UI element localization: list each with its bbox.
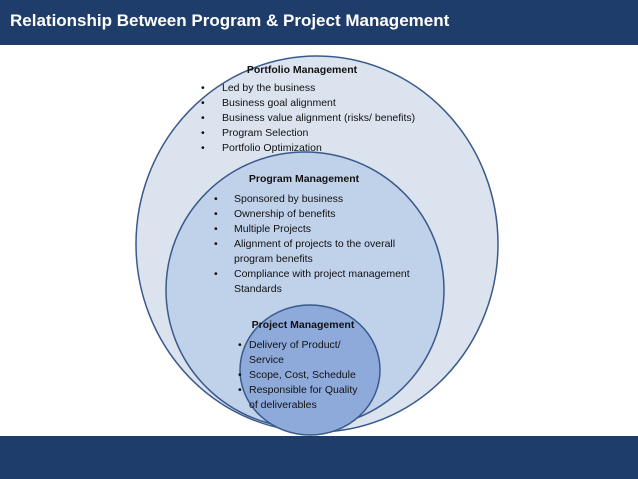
portfolio-bullet-2: Business goal alignment bbox=[222, 97, 336, 109]
program-bullet-marker: • bbox=[214, 268, 218, 280]
program-heading: Program Management bbox=[249, 173, 360, 185]
page-title: Relationship Between Program & Project M… bbox=[10, 11, 450, 30]
program-bullet-marker: • bbox=[214, 223, 218, 235]
program-bullet-4-cont: program benefits bbox=[234, 253, 313, 265]
program-bullet-1: Sponsored by business bbox=[234, 193, 343, 205]
footer-bar bbox=[0, 436, 638, 479]
project-bullet-marker: • bbox=[238, 369, 242, 381]
portfolio-bullet-5: Portfolio Optimization bbox=[222, 142, 322, 154]
project-bullet-1-cont: Service bbox=[249, 354, 284, 366]
program-bullet-5-cont: Standards bbox=[234, 283, 282, 295]
project-circle bbox=[239, 304, 381, 436]
header-bar: Relationship Between Program & Project M… bbox=[0, 0, 638, 45]
program-bullet-marker: • bbox=[214, 208, 218, 220]
portfolio-bullet-marker: • bbox=[201, 82, 205, 94]
portfolio-bullet-marker: • bbox=[201, 127, 205, 139]
program-bullet-5: Compliance with project management bbox=[234, 268, 410, 280]
project-bullet-3: Responsible for Quality bbox=[249, 384, 358, 396]
program-bullet-marker: • bbox=[214, 193, 218, 205]
project-bullet-marker: • bbox=[238, 339, 242, 351]
program-bullet-marker: • bbox=[214, 238, 218, 250]
project-heading: Project Management bbox=[252, 319, 355, 331]
portfolio-bullet-4: Program Selection bbox=[222, 127, 309, 139]
portfolio-bullet-3: Business value alignment (risks/ benefit… bbox=[222, 112, 415, 124]
portfolio-bullet-marker: • bbox=[201, 112, 205, 124]
portfolio-bullet-1: Led by the business bbox=[222, 82, 315, 94]
program-bullet-2: Ownership of benefits bbox=[234, 208, 336, 220]
project-bullet-1: Delivery of Product/ bbox=[249, 339, 341, 351]
project-bullet-3-cont: of deliverables bbox=[249, 399, 317, 411]
portfolio-bullet-marker: • bbox=[201, 142, 205, 154]
project-bullet-2: Scope, Cost, Schedule bbox=[249, 369, 356, 381]
portfolio-heading: Portfolio Management bbox=[247, 64, 358, 76]
portfolio-bullet-marker: • bbox=[201, 97, 205, 109]
program-bullet-3: Multiple Projects bbox=[234, 223, 311, 235]
project-bullet-marker: • bbox=[238, 384, 242, 396]
program-bullet-4: Alignment of projects to the overall bbox=[234, 238, 395, 250]
